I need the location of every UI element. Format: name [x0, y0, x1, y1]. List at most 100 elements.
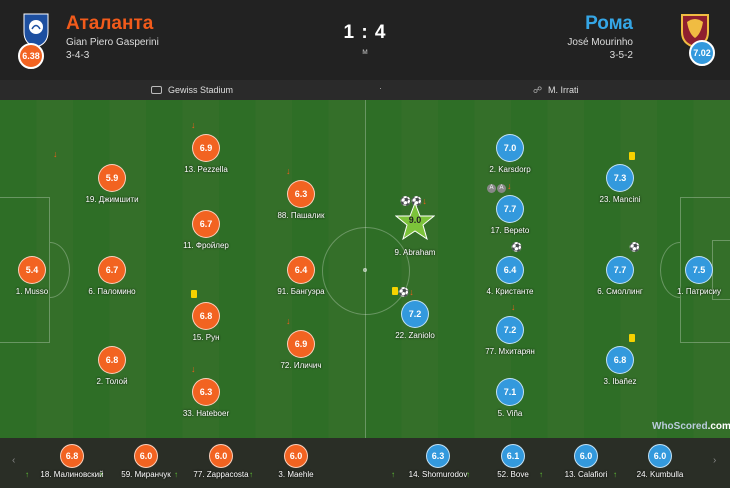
player-name: 72. Иличич — [280, 361, 322, 370]
player-name: 77. Zappacosta — [193, 470, 249, 479]
subs-prev-button[interactable]: ‹ — [12, 455, 16, 466]
goal-icon: ⚽⚽↓ — [400, 196, 427, 206]
pitch: 5.4 1. Musso ↓ 5.9 19. Джимшити 6.7 6. П… — [0, 100, 730, 438]
home-formation: 3-4-3 — [66, 50, 90, 61]
sub-off-icon: ↓ — [53, 149, 58, 159]
player-name: 15. Рун — [192, 333, 220, 342]
home-penalty-box — [0, 197, 50, 343]
player-name: 14. Shomurodov — [408, 470, 468, 479]
player-name: 52. Bove — [497, 470, 529, 479]
player-rating: 6.3 — [287, 180, 315, 208]
player-rating: 7.2 — [496, 316, 524, 344]
sub-on-icon: ↑ — [249, 470, 253, 479]
player-name: 22. Zaniolo — [395, 331, 435, 340]
player-name: 11. Фройлер — [183, 241, 229, 250]
player-rating: 6.0 — [574, 444, 598, 468]
sub-off-icon: ↓ — [191, 364, 196, 374]
player-rating: 6.9 — [287, 330, 315, 358]
yellow-card-icon — [191, 290, 197, 300]
home-team-rating: 6.38 — [18, 43, 44, 69]
player-rating: 6.4 — [287, 256, 315, 284]
away-formation: 3-5-2 — [609, 50, 633, 61]
player-name: 88. Пашалик — [277, 211, 325, 220]
sub-on-icon: ↑ — [539, 470, 543, 479]
player-rating: 6.8 — [606, 346, 634, 374]
player-rating: 6.0 — [648, 444, 672, 468]
away-penalty-box — [680, 197, 730, 343]
player-rating: 7.7 — [496, 195, 524, 223]
player-rating: 6.0 — [209, 444, 233, 468]
player-name: 59. Миранчук — [121, 470, 171, 479]
sub-on-icon: ↑ — [99, 470, 103, 479]
player-name: 3. Ibañez — [603, 377, 637, 386]
player-name: 17. Вереto — [490, 226, 530, 235]
player-name: 77. Мхитарян — [485, 347, 535, 356]
whoscored-watermark: WhoScored.com — [652, 421, 730, 432]
player-name: 33. Hateboer — [182, 409, 230, 418]
sub-off-icon: ↓ — [286, 166, 291, 176]
away-team-name[interactable]: Рома — [585, 13, 633, 34]
player-rating: 9.0 — [408, 215, 422, 225]
player-rating: 5.9 — [98, 164, 126, 192]
substitutes-bar: ‹ 6.8 18. Малиновский ↑ 6.0 59. Миранчук… — [0, 438, 730, 488]
goal-icon: ⚽ — [629, 242, 641, 252]
referee-name: M. Irrati — [548, 85, 579, 95]
player-rating: 6.7 — [98, 256, 126, 284]
sub-off-icon: ↓ — [286, 316, 291, 326]
match-info-bar: Gewiss Stadium · ☍ M. Irrati — [0, 80, 730, 100]
player-rating: 6.0 — [284, 444, 308, 468]
player-rating: 6.8 — [192, 302, 220, 330]
player-rating: 7.0 — [496, 134, 524, 162]
player-name: 2. Толой — [96, 377, 128, 386]
stadium-name: Gewiss Stadium — [168, 85, 234, 95]
player-name: 3. Maehle — [278, 470, 314, 479]
away-team-rating: 7.02 — [689, 40, 715, 66]
player-rating: 7.7 — [606, 256, 634, 284]
match-score: 1 : 4 — [343, 22, 387, 43]
player-rating: 6.8 — [60, 444, 84, 468]
match-header: 6.38 Аталанта Gian Piero Gasperini 3-4-3… — [0, 0, 730, 80]
player-rating: 6.0 — [134, 444, 158, 468]
sub-on-icon: ↑ — [466, 470, 470, 479]
sub-on-icon: ↑ — [25, 470, 29, 479]
player-rating: 6.7 — [192, 210, 220, 238]
player-name: 24. Kumbulla — [636, 470, 684, 479]
player-name: 2. Karsdorp — [489, 165, 531, 174]
player-name: 23. Mancini — [599, 195, 641, 204]
subs-next-button[interactable]: › — [713, 455, 717, 466]
yellow-card-icon — [629, 334, 635, 344]
player-rating: 7.5 — [685, 256, 713, 284]
player-rating: 6.9 — [192, 134, 220, 162]
away-coach: José Mourinho — [567, 37, 633, 48]
player-name: 13. Pezzella — [184, 165, 228, 174]
player-rating: 5.4 — [18, 256, 46, 284]
player-rating: 6.3 — [426, 444, 450, 468]
player-name: 1. Musso — [15, 287, 49, 296]
player-rating: 6.1 — [501, 444, 525, 468]
player-name: 19. Джимшити — [85, 195, 139, 204]
player-name: 18. Малиновский — [40, 470, 104, 479]
center-circle — [322, 227, 410, 315]
man-of-the-match-star-icon: 9.0 — [395, 202, 435, 241]
home-team-name[interactable]: Аталанта — [66, 13, 154, 34]
player-rating: 7.1 — [496, 378, 524, 406]
player-name: 9. Abraham — [394, 248, 436, 257]
yellow-card-icon — [629, 152, 635, 162]
player-rating: 6.8 — [98, 346, 126, 374]
player-rating: 7.3 — [606, 164, 634, 192]
sub-on-icon: ↑ — [174, 470, 178, 479]
player-name: 5. Viña — [497, 409, 523, 418]
whistle-icon: ☍ — [533, 85, 543, 95]
own-goal-icon: ⚽ — [511, 242, 523, 252]
info-separator: · — [379, 83, 382, 93]
match-status: м — [362, 47, 368, 56]
player-name: 4. Кристанте — [486, 287, 534, 296]
center-spot — [363, 268, 367, 272]
player-name: 6. Смоллинг — [597, 287, 643, 296]
sub-on-icon: ↑ — [613, 470, 617, 479]
yellow-card-goal-icon: ⚽↓ — [392, 287, 414, 297]
sub-off-icon: ↓ — [191, 120, 196, 130]
player-name: 13. Calafiori — [564, 470, 608, 479]
home-coach: Gian Piero Gasperini — [66, 37, 159, 48]
